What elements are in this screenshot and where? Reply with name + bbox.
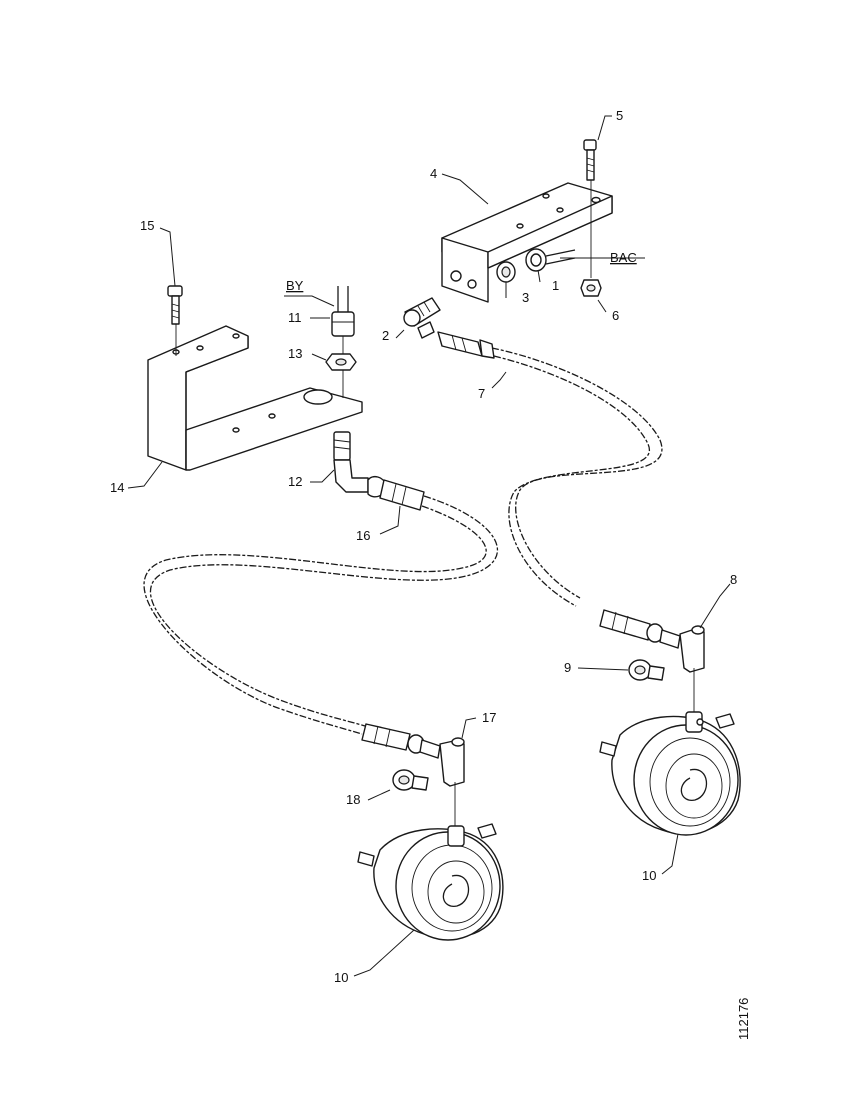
callout-1: 1 [552, 278, 559, 293]
callout-18: 18 [346, 792, 360, 807]
callout-12: 12 [288, 474, 302, 489]
bracket-14 [147, 325, 363, 471]
brake-chamber-10-right [599, 711, 741, 836]
callout-16: 16 [356, 528, 370, 543]
callout-15: 15 [140, 218, 154, 233]
callout-17: 17 [482, 710, 496, 725]
fitting-11 [331, 286, 355, 337]
callout-13: 13 [288, 346, 302, 361]
callout-4: 4 [430, 166, 437, 181]
callout-9: 9 [564, 660, 571, 675]
elbow-fitting-12 [333, 431, 369, 493]
callout-10-left: 10 [334, 970, 348, 985]
callout-3: 3 [522, 290, 529, 305]
callout-8: 8 [730, 572, 737, 587]
clamp-18 [392, 769, 429, 791]
bolt-15 [167, 285, 183, 356]
callout-5: 5 [616, 108, 623, 123]
callout-10-right: 10 [642, 868, 656, 883]
clamp-9 [628, 659, 665, 681]
code-by: BY [286, 278, 304, 293]
nut-6 [580, 279, 602, 297]
tee-fitting-17 [439, 737, 465, 830]
tee-fitting-8 [679, 625, 705, 712]
brake-chamber-10-left [357, 823, 504, 941]
bracket-4 [441, 182, 613, 303]
hose-7 [437, 331, 663, 607]
hose-7-end-fitting [599, 609, 681, 649]
drawing-reference-number: 112176 [736, 998, 751, 1040]
elbow-fitting-2 [403, 297, 441, 339]
callout-7: 7 [478, 386, 485, 401]
nut-3 [496, 261, 516, 283]
callout-14: 14 [110, 480, 124, 495]
callout-6: 6 [612, 308, 619, 323]
callout-2: 2 [382, 328, 389, 343]
leader-lines [127, 115, 731, 977]
hose-16-end-fitting [361, 723, 441, 759]
nut-13 [325, 336, 357, 398]
hose-16 [143, 475, 499, 735]
fitting-1 [525, 248, 576, 272]
bolt-5 [583, 139, 597, 278]
code-bac: BAC [610, 250, 637, 265]
callout-11: 11 [288, 310, 302, 325]
